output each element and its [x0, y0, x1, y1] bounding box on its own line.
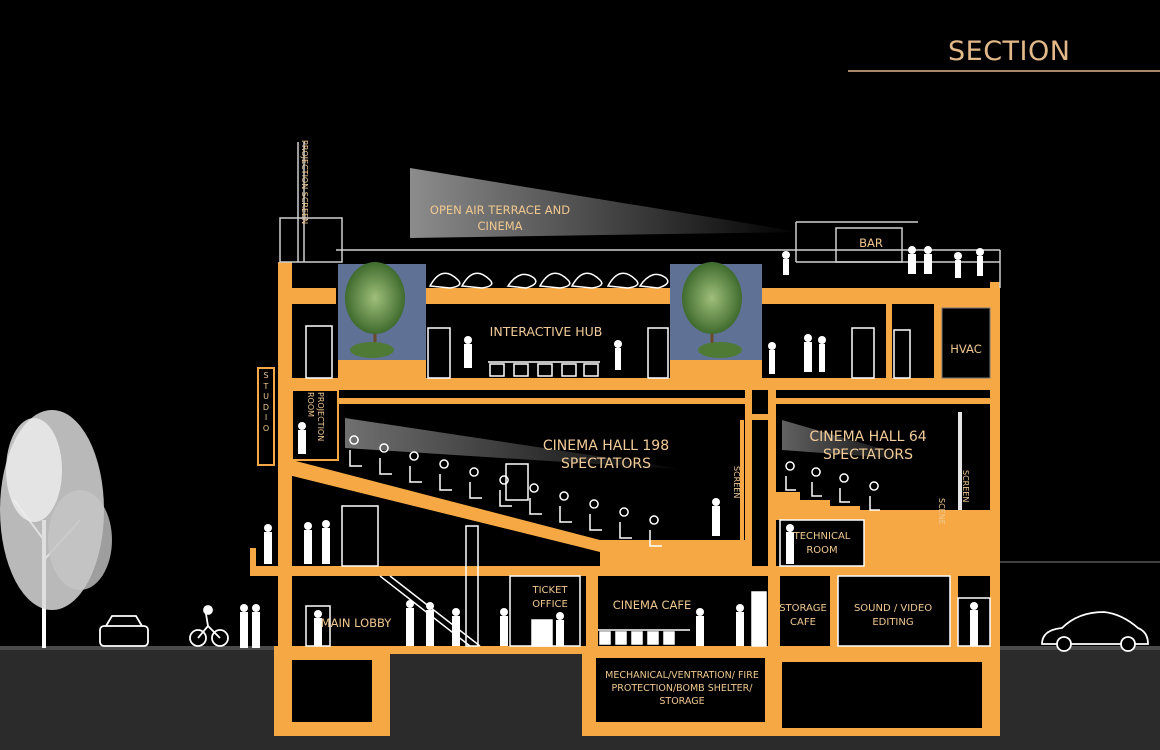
mechanical-label: MECHANICAL/VENTRATION/ FIRE PROTECTION/B… [605, 670, 759, 707]
title-underline [848, 70, 1160, 72]
ground-floor-details [305, 505, 991, 647]
storage-cafe-label: STORAGE CAFE [779, 603, 827, 628]
hvac-room [941, 307, 991, 379]
street-tree [0, 410, 112, 648]
building-structure [250, 262, 1000, 654]
car-right [1041, 611, 1149, 652]
projection-screen-label: PROJECTION SCREEN [300, 140, 309, 225]
open-air-terrace-label: OPEN AIR TERRACE AND CINEMA [429, 203, 571, 233]
small-hall-projection-beam [782, 420, 920, 460]
car-left [99, 615, 149, 647]
large-hall-screen [740, 420, 744, 540]
sound-video-editing-label: SOUND / VIDEO EDITING [853, 603, 933, 628]
roof-structures [279, 142, 1001, 288]
small-hall-spectators [785, 461, 880, 511]
small-hall-screen [958, 412, 962, 510]
terrace-projection-beam [410, 168, 800, 238]
bar-label: BAR [859, 236, 883, 250]
section-title: SECTION [948, 36, 1071, 67]
large-hall-projection-beam [345, 418, 690, 470]
technical-room-label: TECHNICAL ROOM [793, 531, 851, 556]
scene-label: SCENE [937, 498, 946, 525]
small-screen-label: SCREEN [961, 470, 970, 503]
people-figures [240, 246, 984, 648]
large-hall-spectators [349, 435, 662, 547]
hvac-label: HVAC [950, 342, 982, 356]
projection-room-label: PROJECTION ROOM [306, 392, 325, 442]
hub-workstations [488, 361, 600, 377]
terrace-lounge-chairs [428, 272, 669, 289]
interactive-hub-label: INTERACTIVE HUB [489, 324, 603, 339]
ticket-office-label: TICKET OFFICE [532, 585, 568, 610]
terrace-planter-right [670, 262, 762, 360]
cinema-hall-small-label: CINEMA HALL 64 SPECTATORS [809, 429, 927, 464]
main-lobby-label: MAIN LOBBY [320, 616, 392, 630]
terrace-planter-left [338, 262, 426, 360]
hub-doors [305, 325, 911, 379]
cinema-hall-large-label: CINEMA HALL 198 SPECTATORS [542, 438, 670, 473]
basement [274, 650, 1000, 736]
large-screen-label: SCREEN [732, 466, 741, 499]
studio-sign: STUDIO [257, 367, 275, 466]
cinema-cafe-label: CINEMA CAFE [612, 598, 692, 612]
studio-label: STUDIO [262, 371, 270, 433]
cyclist [189, 605, 229, 647]
